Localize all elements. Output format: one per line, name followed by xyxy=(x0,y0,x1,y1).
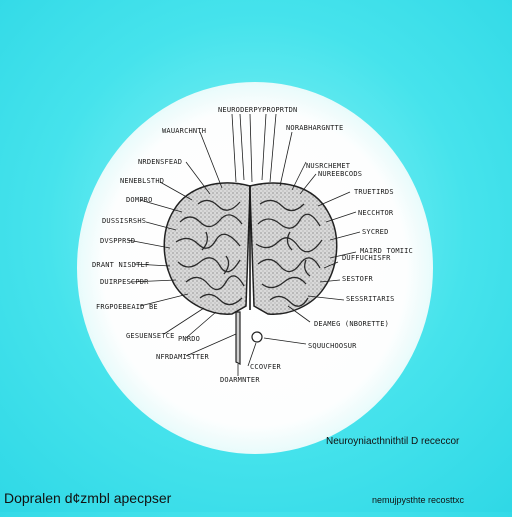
label-left-10: PNRDO xyxy=(178,335,200,343)
label-group: NEURODERPYPROPRTDN WAUARCHNTH NORABHARGN… xyxy=(92,106,413,384)
label-upper-right: NORABHARGNTTE xyxy=(286,124,343,132)
brain-illustration xyxy=(163,182,338,365)
label-right-5: SYCRED xyxy=(362,228,389,236)
label-left-3: DOMPRO xyxy=(126,196,153,204)
label-right-2: NUREEBCODS xyxy=(318,170,362,178)
label-right-10: DEAMEG (NBORETTE) xyxy=(314,320,389,328)
caption-bottom-left: Dopralen d¢zmbl apecpser xyxy=(4,490,172,506)
label-right-3: TRUETIRDS xyxy=(354,188,394,196)
label-bottom-right: CCOVFER xyxy=(250,363,281,371)
label-right-7: DUFFUCHISFR xyxy=(342,254,391,262)
label-left-11: NFRDAMISTTER xyxy=(156,353,210,361)
gyri-lines xyxy=(175,199,323,307)
label-right-4: NECCHTOR xyxy=(358,209,394,217)
label-left-6: DRANT NISDTLF xyxy=(92,261,149,269)
brain-stem xyxy=(235,311,241,365)
label-left-5: DVSPPRSD xyxy=(100,237,135,245)
label-left-2: NENEBLSTHD xyxy=(120,177,164,185)
label-left-1: NRDENSFEAD xyxy=(138,158,182,166)
label-left-9: GESUENSETCE xyxy=(126,332,175,340)
label-right-6: MAIRD TOMIIC xyxy=(360,247,413,255)
label-bottom: DOARMNTER xyxy=(220,376,260,384)
label-right-11: SQUUCHOOSUR xyxy=(308,342,357,350)
caption-right: Neuroyniacthnithtil D receccor xyxy=(326,436,460,447)
receptor-node xyxy=(251,331,263,343)
right-hemisphere xyxy=(249,182,338,315)
label-left-4: DUSSISRSHS xyxy=(102,217,146,225)
leader-lines xyxy=(127,113,361,376)
label-left-8: FRGPOEBEAID BE xyxy=(96,303,158,311)
label-left-7: DUIRPESCPDR xyxy=(100,278,149,286)
label-right-8: SESTOFR xyxy=(342,275,373,283)
label-top: NEURODERPYPROPRTDN xyxy=(218,106,297,114)
label-right-1: NUSRCHEMET xyxy=(306,162,351,170)
label-upper-left: WAUARCHNTH xyxy=(162,127,206,135)
caption-bottom-right: nemujpysthte recosttxc xyxy=(372,495,465,505)
label-right-9: SESSRITARIS xyxy=(346,295,395,303)
